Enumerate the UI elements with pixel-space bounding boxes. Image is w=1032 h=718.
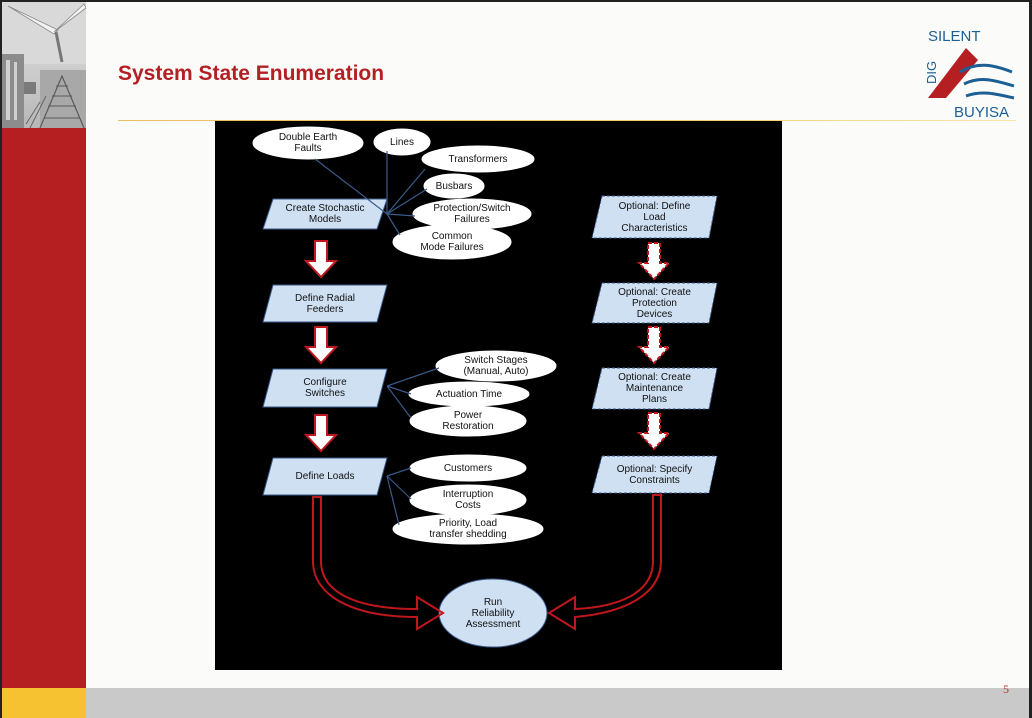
reliability-flowchart: Create Stochastic Models Define Radial F…: [215, 121, 782, 670]
maintenance-box: [591, 367, 718, 410]
protection-devices-box: [591, 282, 718, 324]
protection-label: Protection/Switch Failures: [433, 203, 511, 225]
arrow-feeders-to-switches: [303, 326, 339, 365]
maintenance-label: Optional: Create Maintenance Plans: [618, 372, 691, 405]
load-chars-box: [591, 195, 718, 239]
left-accent-footer: [0, 688, 86, 718]
restoration-label: Power Restoration: [442, 410, 494, 432]
define-loads-box: [262, 457, 388, 496]
arrow-loadchars-to-protection: [636, 242, 672, 281]
actuation-label: Actuation Time: [435, 388, 503, 400]
company-logo: DIG: [920, 26, 1020, 122]
common-mode-label: Common Mode Failures: [420, 231, 484, 253]
title-divider: [118, 120, 1016, 121]
load-chars-label: Optional: Define Load Characteristics: [618, 200, 691, 234]
configure-switches-box: [262, 368, 388, 408]
define-feeders-box: [262, 284, 388, 323]
transformers-label: Transformers: [448, 153, 508, 165]
logo-bottom-text: BUYISA: [954, 104, 1010, 121]
arrow-models-to-feeders: [303, 240, 339, 279]
busbars-label: Busbars: [435, 180, 473, 192]
wind-turbine-photo: [0, 0, 86, 128]
lines-label: Lines: [390, 136, 414, 148]
slide-frame-top: [0, 0, 1032, 2]
define-loads-label: Define Loads: [295, 471, 355, 482]
transformers-ellipse: [421, 145, 535, 173]
arrow-switches-to-loads: [303, 414, 339, 453]
logo-side-text: DIG: [924, 61, 939, 84]
constraints-box: [591, 455, 718, 494]
constraints-label: Optional: Specify Constraints: [616, 463, 693, 486]
logo-top-text: SILENT: [928, 28, 981, 45]
common-mode-ellipse: [392, 224, 512, 260]
busbars-ellipse: [423, 173, 485, 199]
restoration-ellipse: [409, 405, 527, 437]
priority-label: Priority, Load transfer shedding: [429, 518, 507, 540]
customers-label: Customers: [443, 462, 493, 474]
slide-frame-left: [0, 0, 2, 718]
arrow-protection-to-maintenance: [636, 326, 672, 365]
define-feeders-label: Define Radial Feeders: [294, 292, 356, 315]
footer-band: [86, 688, 1032, 718]
curved-arrow-constraints-to-run: [547, 494, 662, 631]
run-assessment-ellipse: [438, 578, 548, 648]
slide-title: System State Enumeration: [118, 62, 385, 85]
slide-frame-right: [1029, 0, 1032, 718]
create-models-box: [262, 198, 388, 230]
double-earth-ellipse: [252, 126, 364, 160]
run-assessment-label: Run Reliability Assessment: [465, 596, 521, 630]
page-number: 5: [1003, 682, 1009, 696]
protection-devices-label: Optional: Create Protection Devices: [618, 286, 691, 320]
arrow-maintenance-to-constraints: [636, 412, 672, 451]
interruption-label: Interruption Costs: [442, 489, 494, 511]
priority-ellipse: [392, 513, 544, 545]
configure-switches-label: Configure Switches: [303, 377, 347, 399]
lines-ellipse: [373, 128, 431, 156]
create-models-label: Create Stochastic Models: [285, 203, 365, 225]
curved-arrow-loads-to-run: [312, 496, 445, 631]
switch-stages-ellipse: [435, 350, 557, 382]
switch-stages-label: Switch Stages (Manual, Auto): [463, 355, 529, 377]
double-earth-label: Double Earth Faults: [278, 132, 338, 154]
